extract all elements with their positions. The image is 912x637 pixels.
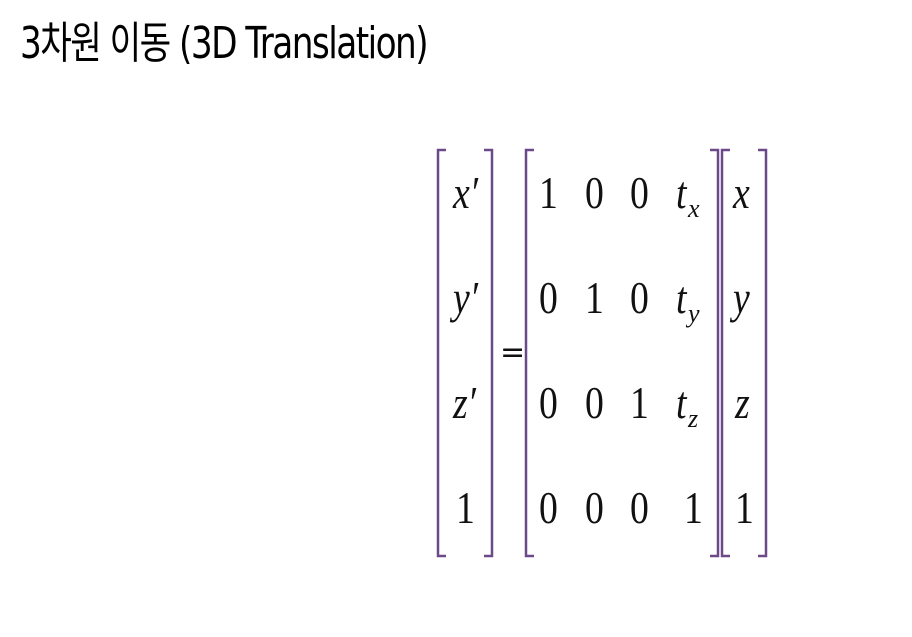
matrix-cell: 0 (539, 272, 558, 323)
matrix-cell: 0 (630, 482, 649, 533)
rhs-entry: z (735, 377, 750, 428)
matrix-cell: 0 (630, 272, 649, 323)
matrix-cell: 0 (585, 482, 604, 533)
matrix-cell: t (676, 272, 687, 323)
equals-sign: = (500, 335, 526, 370)
matrix-cell: t (676, 377, 687, 428)
matrix-cell: 0 (630, 167, 649, 218)
subscript-y: y (688, 299, 700, 328)
lhs-entry: z′ (453, 377, 476, 428)
rhs-entry: y (733, 272, 750, 323)
matrix-cell: 0 (539, 377, 558, 428)
rhs-entry: 1 (735, 482, 754, 533)
matrix-cell: 1 (585, 272, 604, 323)
lhs-entry: y′ (453, 272, 478, 323)
rhs-right-bracket (758, 148, 768, 558)
rhs-entry: x (733, 167, 750, 218)
matrix-cell: 1 (630, 377, 649, 428)
matrix-cell: 1 (684, 482, 703, 533)
subscript-x: x (688, 194, 700, 223)
matrix-left-bracket (524, 148, 534, 558)
matrix-right-bracket (710, 148, 720, 558)
rhs-left-bracket (720, 148, 730, 558)
lhs-right-bracket (484, 148, 494, 558)
page-title: 3차원 이동 (3D Translation) (20, 18, 429, 69)
lhs-left-bracket (436, 148, 446, 558)
matrix-cell: 0 (585, 377, 604, 428)
matrix-cell: 1 (539, 167, 558, 218)
lhs-entry: x′ (453, 167, 478, 218)
matrix-cell: 0 (539, 482, 558, 533)
matrix-cell: 0 (585, 167, 604, 218)
matrix-cell: t (676, 167, 687, 218)
lhs-entry: 1 (456, 482, 475, 533)
subscript-z: z (688, 404, 699, 433)
